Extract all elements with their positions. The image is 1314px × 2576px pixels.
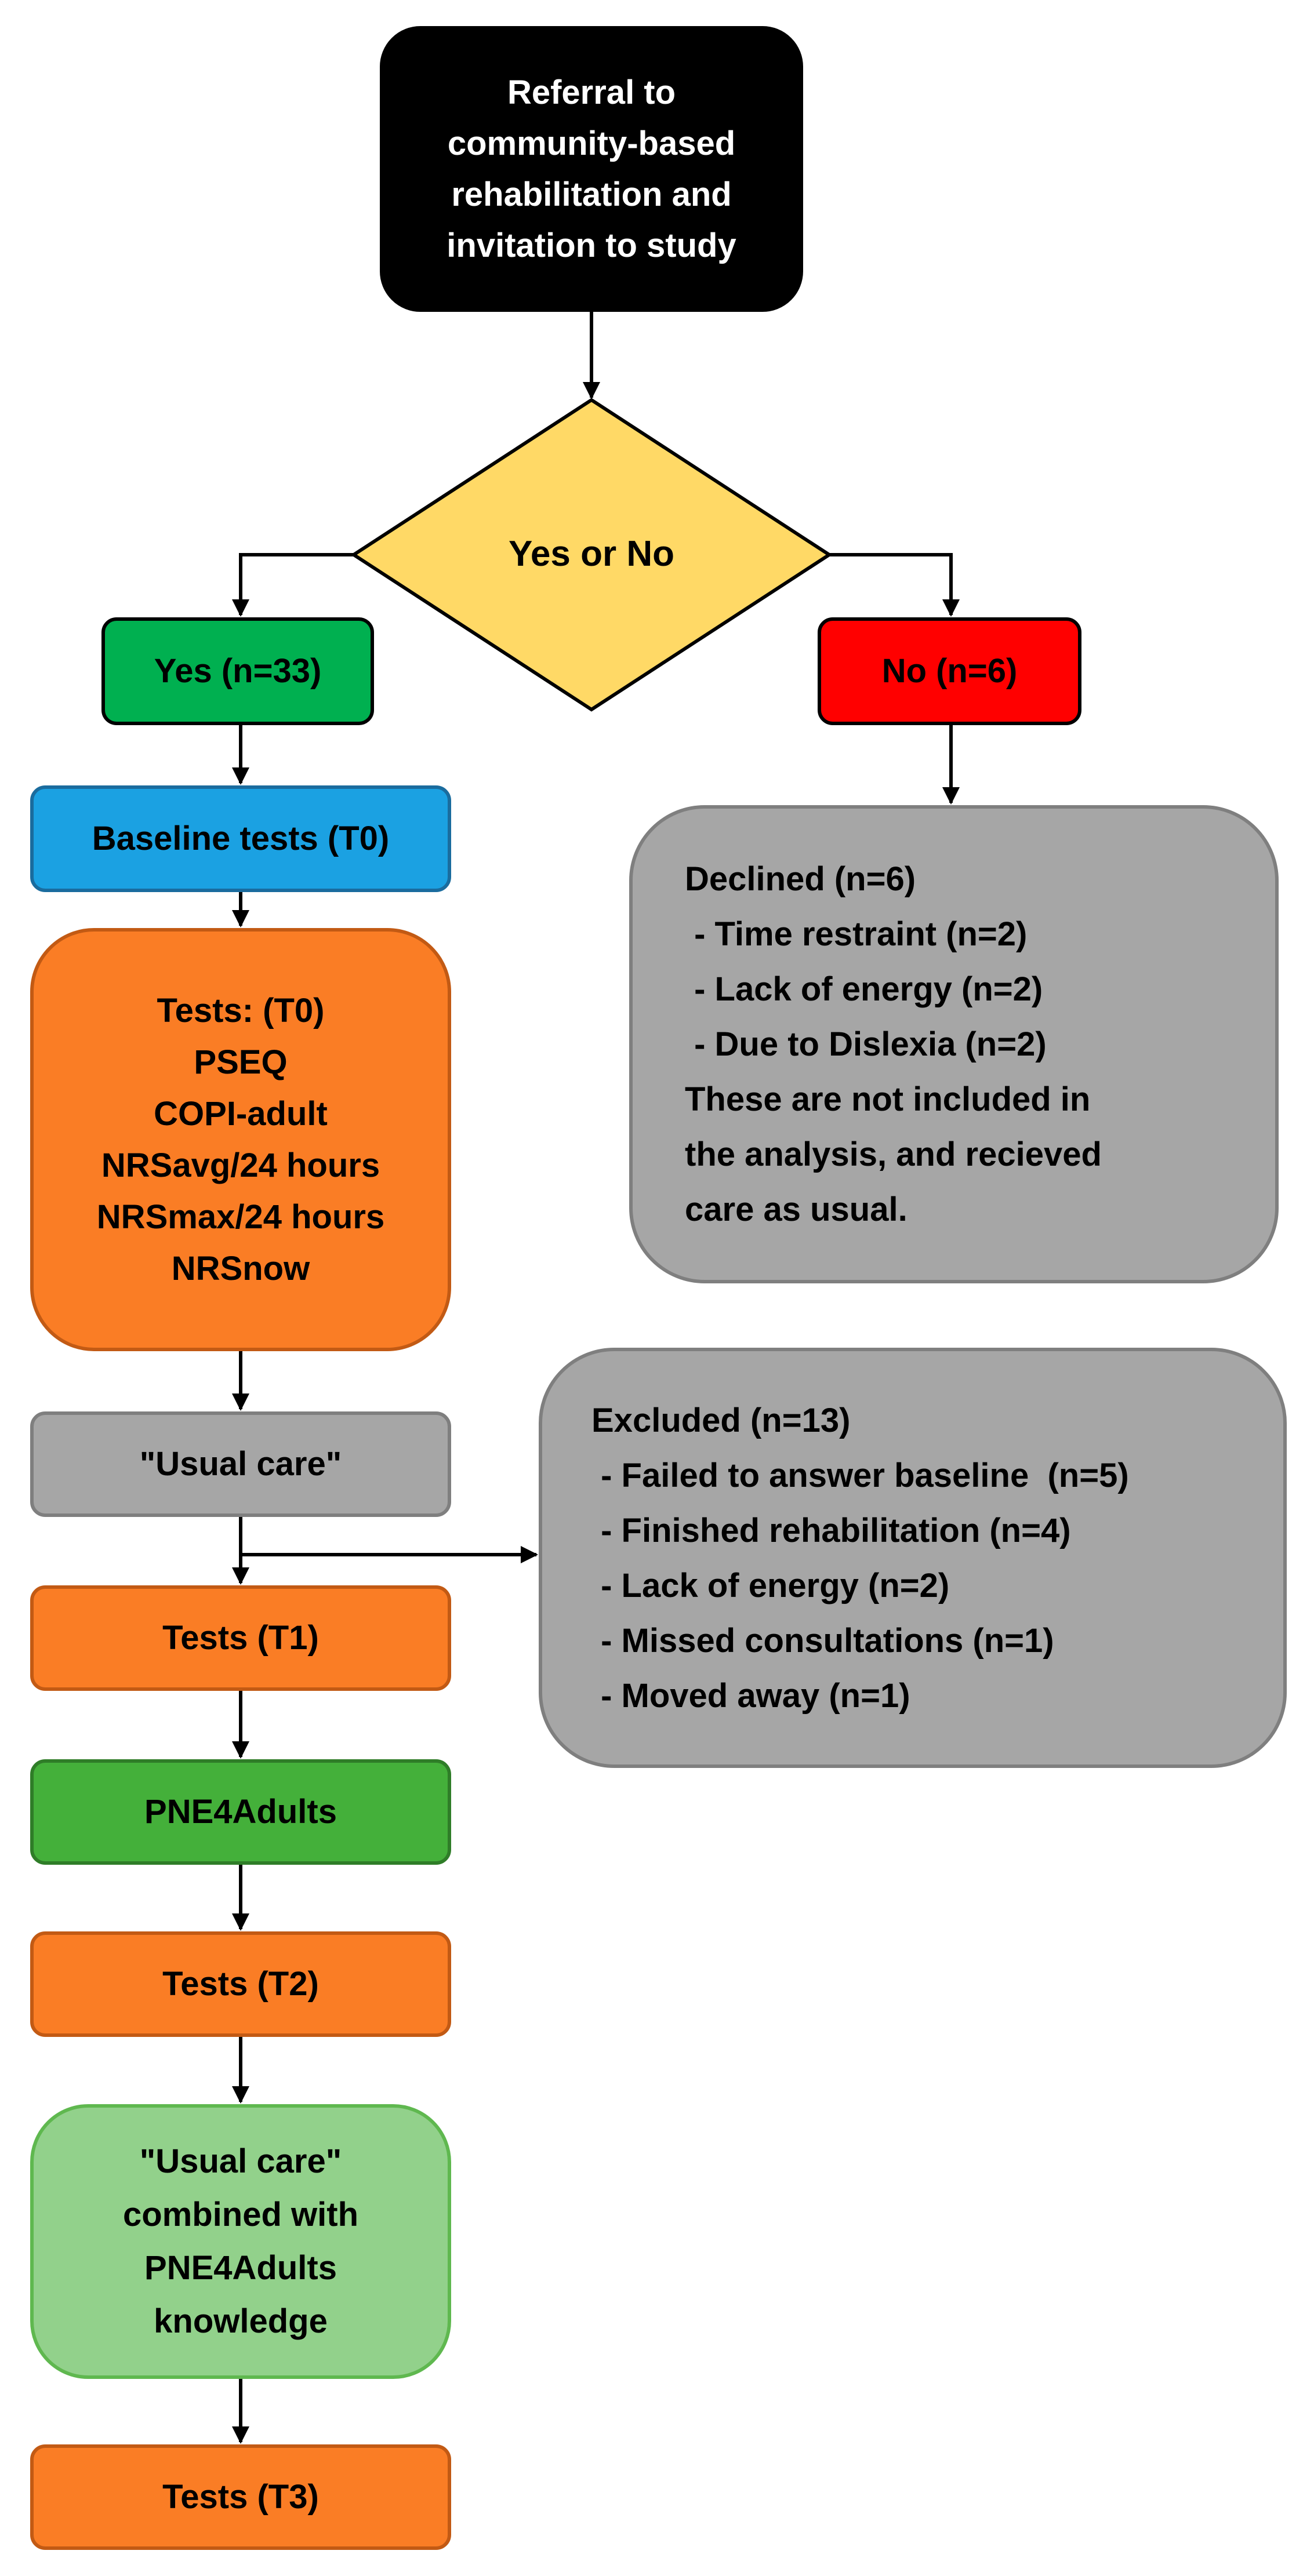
text-line: Tests: (T0): [157, 992, 325, 1029]
usual-care-label: "Usual care": [139, 1445, 342, 1483]
usual-care-box: "Usual care": [30, 1411, 451, 1517]
text-line: NRSmax/24 hours: [96, 1198, 385, 1236]
arrow-decision-to-no: [829, 553, 960, 617]
text-line: NRSnow: [171, 1250, 310, 1287]
text-line: care as usual.: [685, 1191, 908, 1228]
text-line: Referral to: [507, 73, 676, 111]
tests-t3-box: Tests (T3): [30, 2444, 451, 2550]
referral-text: Referral to community-based rehabilitation…: [447, 67, 736, 271]
tests-t2-box: Tests (T2): [30, 1931, 451, 2037]
text-line: - Lack of energy (n=2): [591, 1566, 950, 1604]
text-line: Excluded (n=13): [591, 1401, 851, 1439]
decision-diamond: [350, 398, 833, 712]
text-line: NRSavg/24 hours: [101, 1147, 380, 1184]
excluded-box: Excluded (n=13) - Failed to answer basel…: [539, 1348, 1287, 1768]
text-line: - Finished rehabilitation (n=4): [591, 1511, 1071, 1549]
text-line: PNE4Adults: [144, 2249, 337, 2287]
text-line: the analysis, and recieved: [685, 1136, 1102, 1173]
text-line: - Missed consultations (n=1): [591, 1621, 1054, 1660]
text-line: These are not included in: [685, 1080, 1091, 1118]
arrow-decision-to-yes: [232, 553, 354, 617]
text-line: - Lack of energy (n=2): [685, 970, 1043, 1008]
excluded-text: Excluded (n=13) - Failed to answer basel…: [591, 1393, 1129, 1723]
connectors: [232, 312, 960, 2444]
tests-t1-label: Tests (T1): [162, 1619, 319, 1657]
referral-box: Referral to community-based rehabilitation…: [380, 26, 803, 312]
pne4adults-label: PNE4Adults: [144, 1793, 337, 1831]
text-line: - Moved away (n=1): [591, 1676, 910, 1715]
decision-label: Yes or No: [509, 534, 674, 574]
yes-label: Yes (n=33): [154, 652, 322, 690]
declined-box: Declined (n=6) - Time restraint (n=2) - …: [629, 805, 1279, 1283]
tests-t1-box: Tests (T1): [30, 1585, 451, 1691]
no-box: No (n=6): [818, 617, 1081, 725]
text-line: - Failed to answer baseline (n=5): [591, 1456, 1129, 1494]
text-line: "Usual care": [139, 2142, 342, 2180]
tests-t3-label: Tests (T3): [162, 2478, 319, 2516]
baseline-tests-box: Baseline tests (T0): [30, 785, 451, 892]
declined-text: Declined (n=6) - Time restraint (n=2) - …: [685, 852, 1102, 1237]
text-line: - Due to Dislexia (n=2): [685, 1025, 1047, 1063]
tests-t2-label: Tests (T2): [162, 1965, 319, 2003]
text-line: - Time restraint (n=2): [685, 915, 1028, 953]
text-line: Declined (n=6): [685, 860, 916, 898]
text-line: community-based: [447, 124, 736, 162]
pne4adults-box: PNE4Adults: [30, 1759, 451, 1865]
baseline-tests-label: Baseline tests (T0): [92, 820, 390, 857]
text-line: PSEQ: [194, 1043, 288, 1081]
text-line: invitation to study: [447, 226, 736, 264]
yes-box: Yes (n=33): [101, 617, 374, 725]
text-line: knowledge: [154, 2302, 328, 2340]
text-line: rehabilitation and: [451, 175, 732, 213]
no-label: No (n=6): [881, 652, 1018, 690]
text-line: combined with: [123, 2196, 358, 2233]
text-line: COPI-adult: [154, 1095, 328, 1133]
